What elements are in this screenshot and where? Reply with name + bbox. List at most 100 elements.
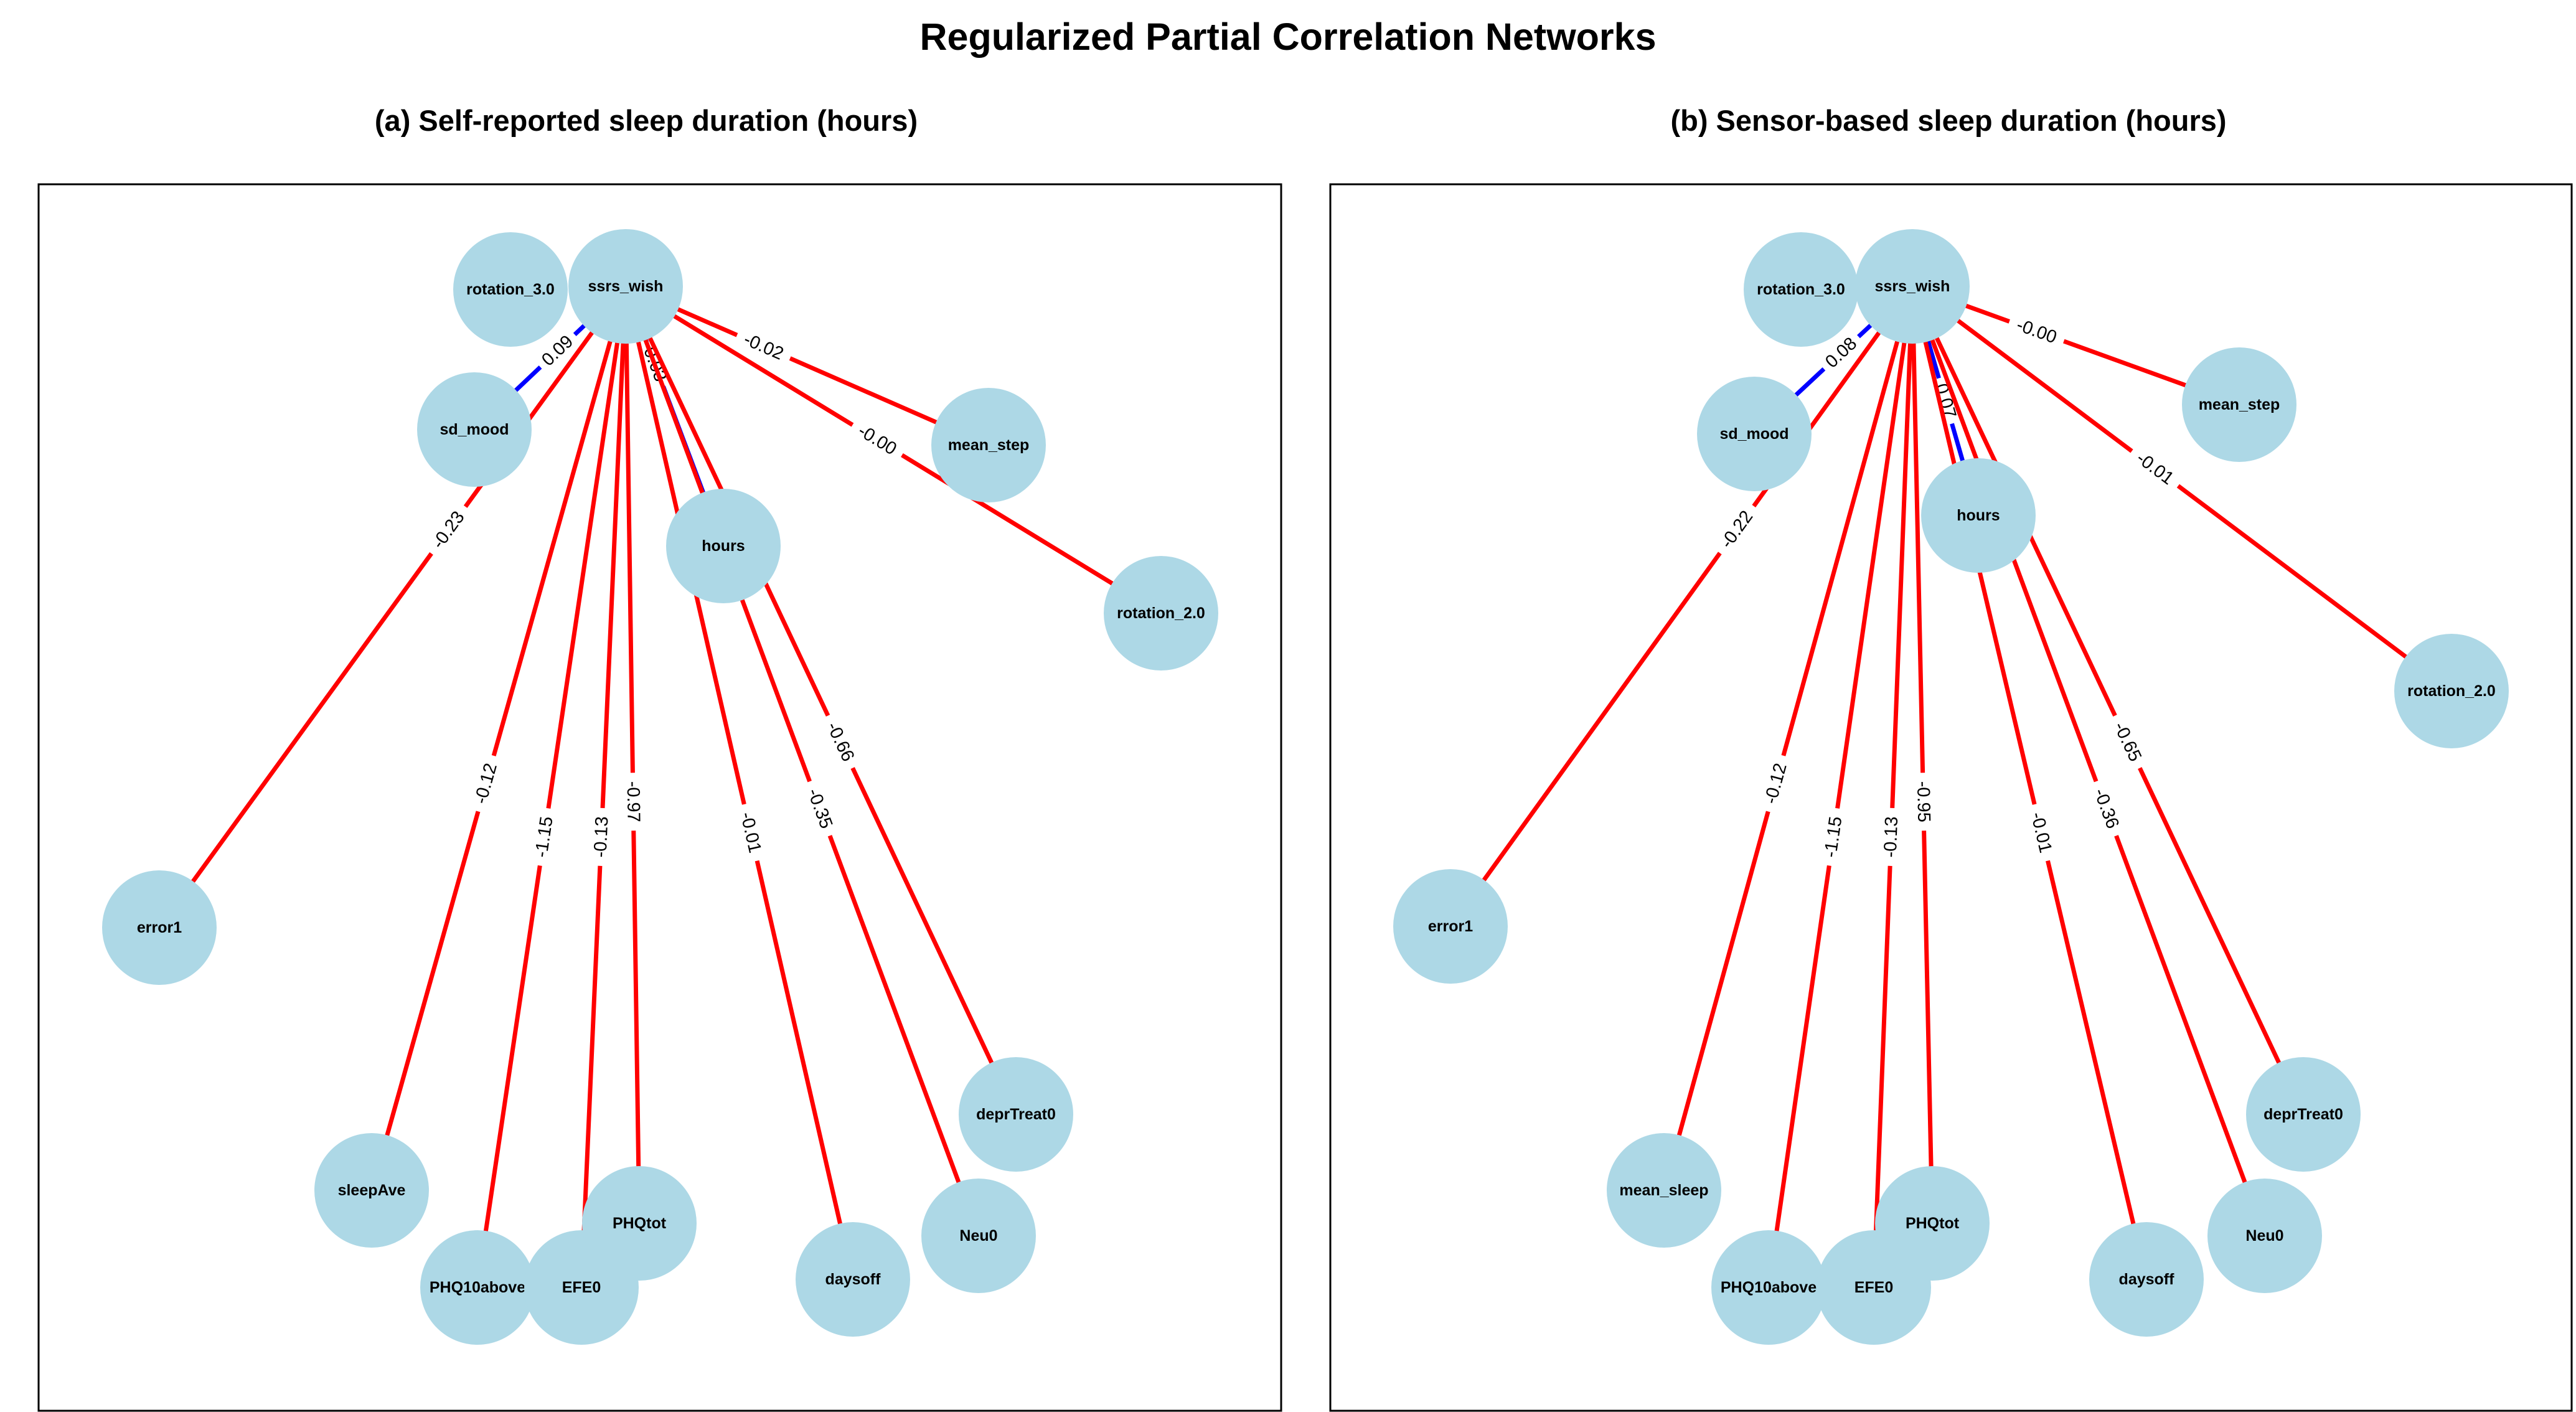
panel-b-edge-ssrs-wish-neu0-label-bg (2085, 777, 2127, 840)
panel-a-node-deprtreat0: deprTreat0 (959, 1057, 1073, 1172)
panel-a-title: (a) Self-reported sleep duration (hours) (375, 104, 918, 137)
panel-a-edge-ssrs-wish-deprtreat0-weight-label: -0.66 (822, 719, 858, 765)
panel-a-edge-ssrs-wish-mean-step-label-bg (732, 324, 795, 369)
panel-a-node-rotation-2-0: rotation_2.0 (1104, 556, 1218, 671)
panel-b-edge-ssrs-wish-sd-mood-label-bg (1816, 328, 1866, 377)
panel-b-node-hours-circle (1921, 458, 2036, 573)
panel-b-edge-ssrs-wish-phq10above (1766, 286, 1915, 1288)
panel-a-node-neu0-label: Neu0 (959, 1227, 997, 1245)
panel-a-edge-ssrs-wish-efe0-label-bg (588, 807, 614, 867)
panel-b-node-rotation-2-0-circle (2394, 634, 2509, 748)
panel-a-node-ssrs-wish-circle (568, 229, 683, 344)
panel-b-node-rotation-2-0: rotation_2.0 (2394, 634, 2509, 748)
panel-b-node-mean-sleep-label: mean_sleep (1619, 1182, 1708, 1199)
panel-b-edge-ssrs-wish-phqtot-weight-label: -0.95 (1913, 781, 1934, 822)
panel-b-node-rotation-3-0-label: rotation_3.0 (1757, 281, 1845, 298)
panel-b-edge-ssrs-wish-mean-step (1911, 284, 2240, 407)
panel-a-frame (37, 183, 1282, 1412)
panel-a-node-neu0-circle (921, 1179, 1036, 1293)
panel-a-edge-ssrs-wish-phqtot (623, 286, 642, 1224)
panel-a-node-deprtreat0-label: deprTreat0 (976, 1106, 1056, 1123)
panel-b-edge-ssrs-wish-efe0-label-bg (1879, 807, 1904, 867)
panel-b-edge-ssrs-wish-efe0-label-group: -0.13 (1879, 807, 1904, 867)
panel-a-nodes: ssrs_wishrotation_3.0sd_moodmean_stephou… (102, 229, 1218, 1345)
panel-b-node-daysoff: daysoff (2089, 1222, 2204, 1337)
panel-b-edge-ssrs-wish-neu0-label-group: -0.36 (2085, 777, 2127, 840)
panel-a-edge-ssrs-wish-sd-mood-label-bg (532, 326, 583, 375)
panel-b-node-phqtot-label: PHQtot (1906, 1215, 1960, 1232)
panel-b-node-ssrs-wish-circle (1855, 229, 1970, 344)
panel-a-edge-ssrs-wish-deprtreat0-label-bg (817, 710, 863, 773)
panel-b-node-error1-circle (1393, 869, 1508, 984)
panel-a-node-sd-mood-circle (417, 372, 532, 487)
panel-b-node-phq10above-circle (1711, 1230, 1826, 1345)
panel-b-edge-ssrs-wish-neu0 (1910, 285, 2267, 1237)
panel-a-edge-ssrs-wish-phqtot-label-group: -0.97 (621, 772, 645, 831)
panel-a-node-efe0-label: EFE0 (562, 1279, 601, 1296)
panel-a-edge-ssrs-wish-daysoff (623, 286, 855, 1280)
panel-b-edge-ssrs-wish-phqtot (1910, 286, 1935, 1224)
figure-title: Regularized Partial Correlation Networks (919, 16, 1656, 58)
panel-a-edge-ssrs-wish-sleepave (369, 286, 628, 1191)
panel-a: (a) Self-reported sleep duration (hours)… (37, 104, 1282, 1412)
panel-a-edge-ssrs-wish-daysoff-weight-label: -0.01 (736, 810, 765, 855)
panel-b-edge-ssrs-wish-rotation-2-0 (1911, 285, 2453, 693)
panel-a-node-deprtreat0-circle (959, 1057, 1073, 1172)
panel-b-node-error1-label: error1 (1428, 918, 1473, 935)
panel-a-edge-ssrs-wish-deprtreat0-label-group: -0.66 (817, 710, 863, 773)
panel-b-edge-ssrs-wish-daysoff-weight-label: -0.01 (2027, 810, 2056, 855)
panel-b-edge-ssrs-wish-phqtot-label-bg (1911, 772, 1935, 831)
panel-b-edge-ssrs-wish-mean-step-label-bg (2005, 311, 2068, 352)
panel-b-node-neu0-circle (2207, 1179, 2322, 1293)
panel-b-edge-ssrs-wish-rotation-2-0-label-group: -0.01 (2125, 442, 2185, 495)
panel-b-node-efe0-label: EFE0 (1854, 1279, 1894, 1296)
panel-a-node-phqtot: PHQtot (582, 1166, 697, 1281)
panel-a-node-ssrs-wish-label: ssrs_wish (588, 278, 664, 295)
panel-b-node-mean-sleep: mean_sleep (1607, 1133, 1721, 1248)
panel-b-node-phq10above-label: PHQ10above (1721, 1279, 1817, 1296)
panel-a-node-phqtot-label: PHQtot (613, 1215, 667, 1232)
panel-a-node-phq10above-label: PHQ10above (430, 1279, 525, 1296)
panel-a-edge-ssrs-wish-phqtot-weight-label: -0.97 (623, 781, 644, 822)
panel-a-edge-ssrs-wish-mean-step-label-group: -0.02 (732, 324, 795, 369)
panel-b-node-rotation-2-0-label: rotation_2.0 (2407, 682, 2496, 700)
panel-a-edge-ssrs-wish-neu0 (623, 285, 981, 1237)
panel-b-node-hours-label: hours (1957, 507, 2000, 524)
panel-a-edge-ssrs-wish-sleepave-label-bg (467, 752, 505, 815)
panel-a-node-error1-circle (102, 870, 217, 985)
panel-a-node-sleepave-circle (314, 1133, 429, 1248)
panel-a-node-rotation-3-0-label: rotation_3.0 (466, 281, 555, 298)
panel-a-edge-ssrs-wish-phq10above (475, 286, 628, 1288)
panel-b-node-error1: error1 (1393, 869, 1508, 984)
panel-a-edge-ssrs-wish-rotation-2-0-label-bg (847, 415, 908, 465)
panel-b-edge-ssrs-wish-deprtreat0-label-group: -0.65 (2105, 710, 2150, 773)
panel-b-edge-ssrs-wish-mean-step-label-group: -0.00 (2005, 311, 2068, 352)
panel-b-node-phqtot-circle (1875, 1166, 1990, 1281)
panel-b-edge-ssrs-wish-rotation-2-0-label-bg (2125, 442, 2185, 495)
panel-a-node-mean-step-circle (931, 388, 1046, 502)
panel-b-edge-ssrs-wish-daysoff-label-group: -0.01 (2023, 801, 2059, 864)
panel-b-edge-ssrs-wish-mean-sleep (1662, 286, 1915, 1191)
panel-a-edge-ssrs-wish-neu0-label-bg (799, 777, 840, 840)
panel-b-edge-ssrs-wish-error1-label-group: -0.22 (1711, 499, 1763, 560)
panel-a-node-ssrs-wish: ssrs_wish (568, 229, 683, 344)
panel-b-title: (b) Sensor-based sleep duration (hours) (1670, 104, 2226, 137)
panel-a-node-phqtot-circle (582, 1166, 697, 1281)
panel-a-node-hours: hours (666, 489, 781, 603)
panel-b-node-deprtreat0-label: deprTreat0 (2263, 1106, 2343, 1123)
panel-b-node-mean-sleep-circle (1607, 1133, 1721, 1248)
panel-b-edges: 0.080.07-0.00-0.01-0.22-0.12-1.15-0.13-0… (1449, 284, 2453, 1288)
panel-a-node-sleepave: sleepAve (314, 1133, 429, 1248)
panel-a-node-sd-mood-label: sd_mood (440, 421, 509, 438)
panel-a-node-hours-circle (666, 489, 781, 603)
panel-b-node-hours: hours (1921, 458, 2036, 573)
panel-b-edge-ssrs-wish-phqtot-label-group: -0.95 (1911, 772, 1935, 831)
panel-b-frame (1329, 183, 2573, 1412)
panel-b-node-neu0: Neu0 (2207, 1179, 2322, 1293)
panel-a-edge-ssrs-wish-daysoff-label-bg (733, 801, 768, 864)
panel-b-edge-ssrs-wish-error1-label-bg (1711, 499, 1763, 560)
panel-a-edge-ssrs-wish-efe0-weight-label: -0.13 (591, 816, 613, 858)
panel-b-edge-ssrs-wish-deprtreat0-label-bg (2105, 710, 2150, 773)
